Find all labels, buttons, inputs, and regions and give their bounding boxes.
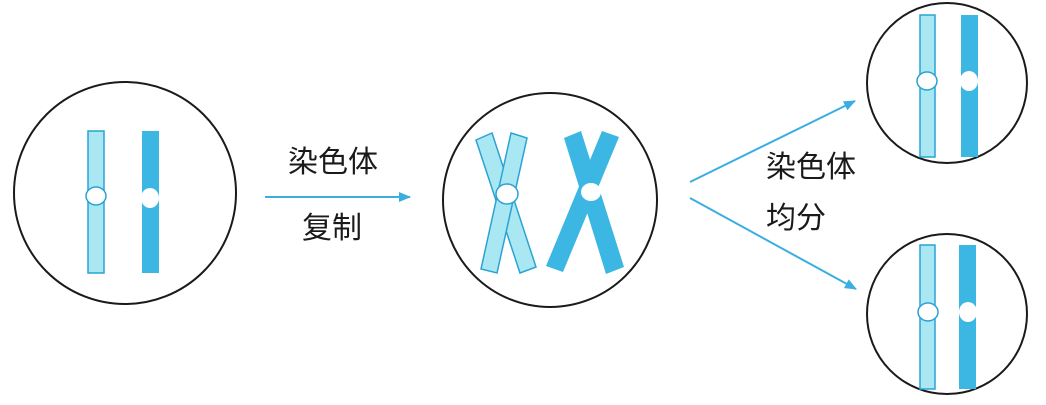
step1-label-line2: 复制	[302, 211, 362, 246]
daughter-cell-top	[866, 2, 1028, 164]
step2-label-line2: 均分	[766, 201, 826, 236]
centromere	[917, 302, 939, 322]
centromere	[141, 188, 159, 208]
cell-membrane	[866, 233, 1028, 395]
replicated-chromosome-dark	[546, 131, 624, 274]
cell-after-replication	[442, 92, 658, 308]
arrow-division-upper	[689, 100, 856, 183]
cell-membrane	[13, 81, 237, 305]
centromere	[581, 183, 601, 201]
cell-before-replication	[13, 81, 237, 305]
step1-label-line1: 染色体	[288, 145, 378, 180]
centromere	[916, 71, 938, 91]
chromatid	[564, 131, 624, 274]
centromere	[959, 302, 977, 322]
replicated-chromosome-light	[475, 131, 537, 274]
centromere	[495, 183, 519, 205]
cell-membrane	[866, 2, 1028, 164]
cell-membrane	[442, 92, 658, 308]
arrow-division-lower	[689, 197, 857, 290]
chromatid	[546, 131, 619, 272]
step2-label-line1: 染色体	[766, 150, 856, 185]
centromere	[960, 71, 978, 91]
centromere	[85, 186, 107, 206]
daughter-cell-bottom	[866, 233, 1028, 395]
